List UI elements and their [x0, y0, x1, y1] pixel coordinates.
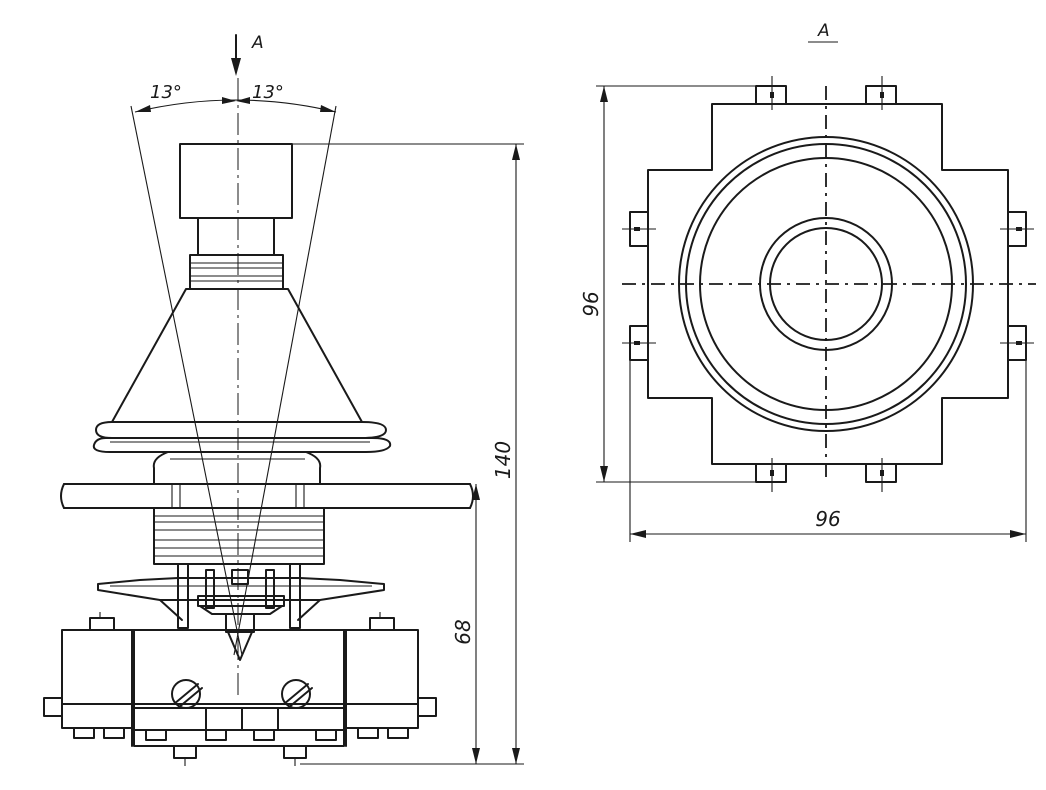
angle-right-label: 13°	[252, 82, 284, 103]
dimension-96-horizontal: 96	[629, 360, 1027, 542]
view-arrow-label: A	[251, 33, 264, 53]
handle-knob	[179, 143, 293, 256]
dimension-96-horizontal-label: 96	[815, 507, 840, 531]
boot-neck	[152, 451, 322, 485]
cross-base-outline	[647, 103, 1009, 465]
actuator-mechanism	[177, 563, 301, 661]
side-view: A 13° 13°	[43, 33, 524, 766]
dimension-96-vertical: 96	[579, 85, 770, 483]
dimension-140-label: 140	[491, 441, 515, 479]
dimension-96-vertical-label: 96	[579, 291, 603, 316]
switch-base	[43, 612, 437, 766]
view-a: A	[579, 21, 1036, 542]
dimension-140: 140	[290, 143, 524, 765]
section-label: A	[817, 21, 830, 41]
mounting-tabs	[622, 76, 1034, 492]
view-arrow-a: A	[231, 33, 264, 76]
mounting-panel	[60, 483, 474, 509]
nut-stack	[153, 507, 325, 565]
dimension-68: 68	[451, 484, 480, 764]
handle-collar	[189, 254, 284, 290]
dimension-68-label: 68	[451, 619, 475, 644]
rubber-boot	[92, 288, 392, 453]
angle-left-label: 13°	[150, 82, 182, 103]
